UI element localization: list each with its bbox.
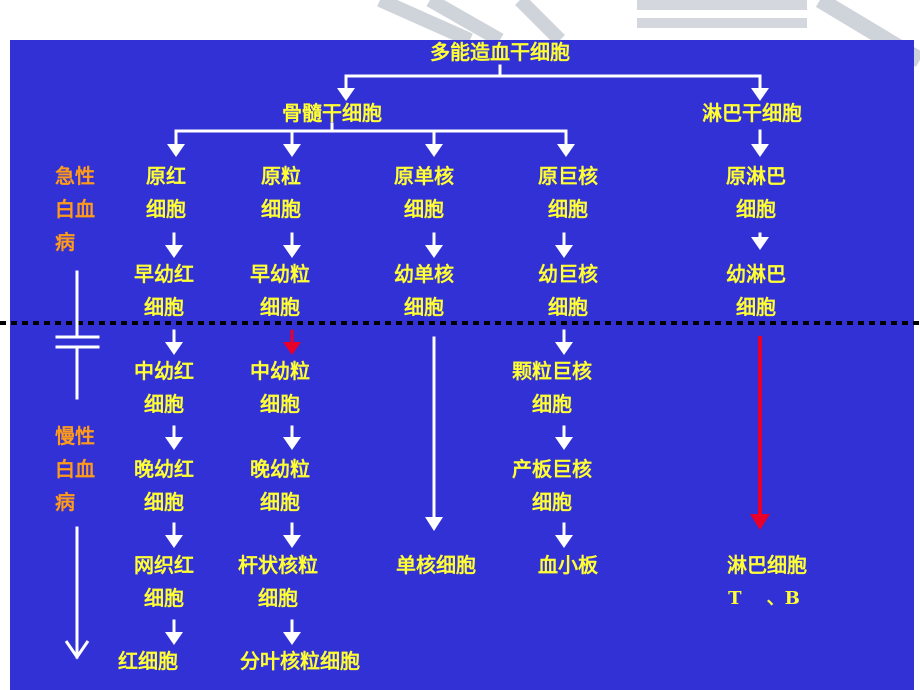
arrow-head	[555, 437, 573, 450]
erythroid-stage: 原红 细胞	[146, 164, 186, 221]
timeline-arrow-head	[64, 640, 90, 660]
megakaryocytic-stage: 血小板	[538, 553, 598, 577]
granulocytic-stage: 分叶核粒细胞	[240, 649, 360, 673]
arrow-head	[283, 437, 301, 450]
arrow-head	[165, 245, 183, 258]
arrow-head	[283, 144, 301, 157]
arrow-head	[555, 245, 573, 258]
arrow-head	[165, 342, 183, 355]
lymphocyte-subtypes: T 、B	[728, 588, 800, 609]
monocytic-stage: 原单核 细胞	[394, 164, 454, 221]
granulocytic-stage: 原粒 细胞	[261, 164, 301, 221]
arrow-head	[555, 535, 573, 548]
arrow-head	[751, 88, 769, 101]
lymphoid-stage: 幼淋巴 细胞	[726, 262, 786, 319]
monocytic-stage: 幼单核 细胞	[394, 262, 454, 319]
myeloid-stem-label: 骨髓干细胞	[282, 101, 382, 125]
erythroid-stage: 红细胞	[118, 649, 178, 673]
arrow-head	[283, 535, 301, 548]
megakaryocytic-stage: 产板巨核 细胞	[512, 457, 592, 514]
highlight-arrow-head	[283, 342, 301, 355]
arrow-head	[555, 342, 573, 355]
lymphoid-stem-label: 淋巴干细胞	[702, 101, 802, 125]
arrow-head	[165, 632, 183, 645]
erythroid-stage: 晚幼红 细胞	[134, 457, 194, 514]
long-arrow-head	[425, 517, 443, 531]
granulocytic-stage: 中幼粒 细胞	[250, 359, 310, 416]
erythroid-stage: 网织红 细胞	[134, 553, 194, 610]
arrow-head	[337, 88, 355, 101]
arrow-head	[425, 144, 443, 157]
chronic-leukemia-label: 慢性 白血 病	[55, 424, 95, 514]
arrow-head	[167, 144, 185, 157]
long-arrow-head	[750, 514, 770, 530]
arrow-head	[751, 144, 769, 157]
granulocytic-stage: 杆状核粒 细胞	[238, 553, 318, 610]
arrow-head	[283, 632, 301, 645]
erythroid-stage: 中幼红 细胞	[134, 359, 194, 416]
monocytic-stage: 单核细胞	[396, 553, 476, 577]
hsc-label: 多能造血干细胞	[430, 40, 570, 64]
arrow-head	[283, 245, 301, 258]
arrow-head	[425, 245, 443, 258]
megakaryocytic-stage: 原巨核 细胞	[538, 164, 598, 221]
arrow-head	[751, 237, 769, 250]
lymphoid-stage: 淋巴细胞	[727, 553, 807, 577]
arrow-head	[165, 437, 183, 450]
arrow-head	[165, 535, 183, 548]
megakaryocytic-stage: 颗粒巨核 细胞	[512, 359, 592, 416]
granulocytic-stage: 晚幼粒 细胞	[250, 457, 310, 514]
arrow-head	[557, 144, 575, 157]
megakaryocytic-stage: 幼巨核 细胞	[538, 262, 598, 319]
lymphoid-stage: 原淋巴 细胞	[726, 164, 786, 221]
acute-leukemia-label: 急性 白血 病	[55, 164, 95, 254]
erythroid-stage: 早幼红 细胞	[134, 262, 194, 319]
granulocytic-stage: 早幼粒 细胞	[250, 262, 310, 319]
